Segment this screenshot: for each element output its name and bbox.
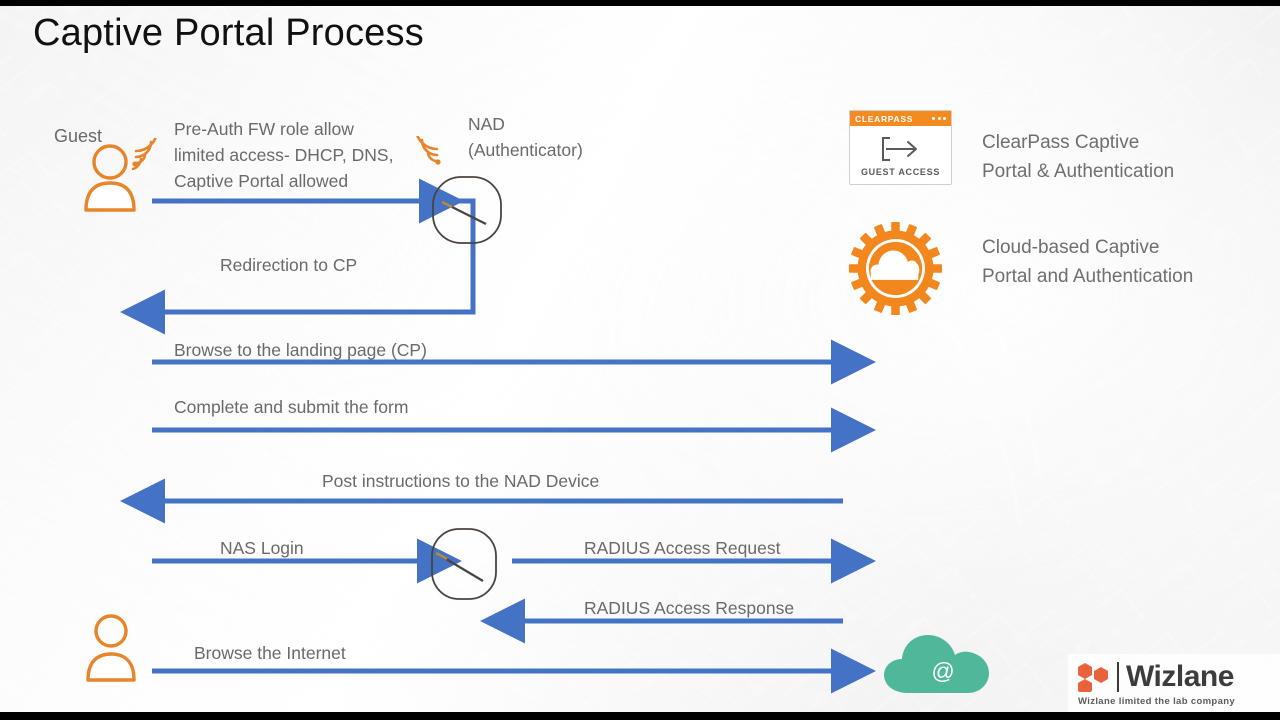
guest-wifi-signal-icon — [131, 138, 157, 170]
flow-label-redirection-to-cp: Redirection to CP — [220, 255, 358, 275]
hexagon-cluster-icon — [1078, 662, 1108, 692]
cloud-gear-icon — [848, 221, 943, 316]
flow-label-radius-access-response: RADIUS Access Response — [584, 598, 795, 618]
flow-label-nas-login: NAS Login — [220, 538, 304, 558]
nad-label: NAD (Authenticator) — [468, 114, 583, 160]
clearpass-badge-dots — [932, 117, 946, 120]
flow-label-browse-landing-page: Browse to the landing page (CP) — [174, 340, 427, 360]
flow-label-post-instructions: Post instructions to the NAD Device — [322, 471, 600, 491]
mid-access-point-icon — [431, 528, 497, 600]
clearpass-guest-access-logo: CLEARPASS GUEST ACCESS — [849, 110, 952, 185]
clearpass-badge-header: CLEARPASS — [850, 111, 951, 126]
pre-auth-note: Pre-Auth FW role allow limited access- D… — [174, 119, 394, 191]
legend-text-cloud: Cloud-based Captive Portal and Authentic… — [982, 237, 1194, 287]
page-title: Captive Portal Process — [33, 12, 424, 54]
wizlane-divider — [1117, 661, 1119, 692]
legend-text-clearpass: ClearPass Captive Portal & Authenticatio… — [982, 132, 1175, 182]
clearpass-badge-footer: GUEST ACCESS — [860, 166, 941, 177]
flow-label-browse-internet: Browse the Internet — [194, 643, 346, 663]
nad-wifi-signal-icon — [416, 136, 441, 165]
slide-canvas: Captive Portal Process — [0, 6, 1280, 712]
guest-label: Guest — [54, 126, 103, 146]
top-letterbox-bar — [0, 0, 1280, 6]
bottom-guest-icon — [86, 614, 136, 682]
clearpass-badge-body: GUEST ACCESS — [850, 126, 951, 184]
wizlane-wordmark: Wizlane — [1126, 659, 1234, 693]
clearpass-badge-title: CLEARPASS — [855, 113, 914, 124]
flow-label-radius-access-request: RADIUS Access Request — [584, 538, 781, 558]
flow-label-complete-submit-form: Complete and submit the form — [174, 397, 409, 417]
login-arrow-icon — [881, 136, 917, 161]
wizlane-logo: Wizlane Wizlane limited the lab company — [1068, 654, 1280, 712]
bottom-letterbox-bar — [0, 712, 1280, 720]
guest-icon — [84, 144, 136, 212]
internet-cloud-icon: @ — [884, 635, 989, 693]
internet-at-glyph: @ — [931, 658, 954, 684]
wizlane-tagline: Wizlane limited the lab company — [1078, 695, 1235, 707]
nad-access-point-icon — [432, 176, 502, 244]
